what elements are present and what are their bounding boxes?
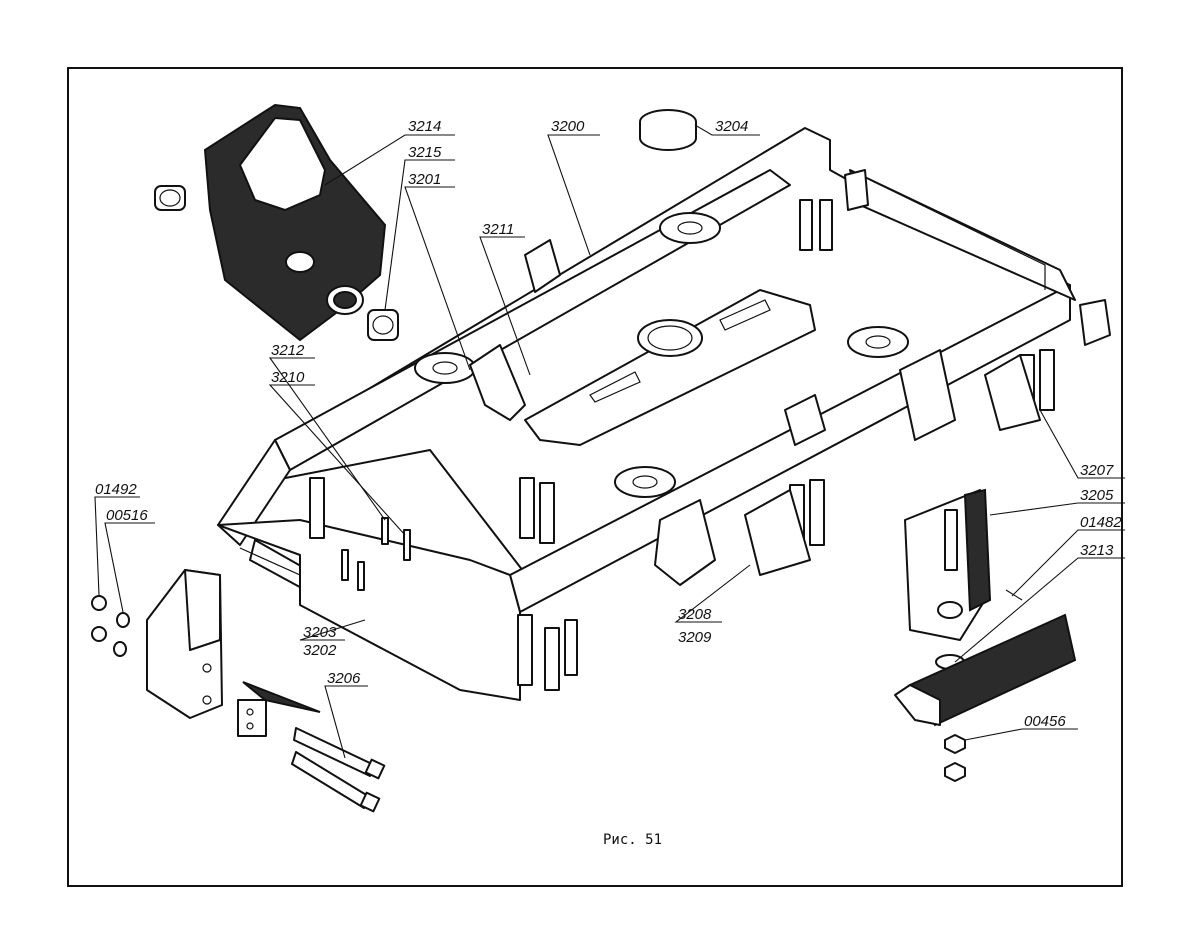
callout-3211: 3211 bbox=[482, 221, 514, 238]
figure-frame bbox=[67, 67, 1123, 887]
callout-3200: 3200 bbox=[551, 118, 585, 135]
nuts-00456 bbox=[944, 734, 966, 782]
callout-3205: 3205 bbox=[1080, 487, 1114, 504]
callouts: 3214 3215 3201 3200 3204 3211 3212 3210 … bbox=[95, 118, 1122, 730]
callout-3207: 3207 bbox=[1080, 462, 1114, 479]
bracket-casting-3214 bbox=[203, 103, 387, 342]
callout-01492: 01492 bbox=[95, 481, 137, 498]
plates-3212-3210 bbox=[341, 517, 411, 591]
callout-3213: 3213 bbox=[1080, 542, 1114, 559]
callout-3214: 3214 bbox=[408, 118, 441, 135]
bolts-3206 bbox=[291, 727, 386, 813]
callout-3215: 3215 bbox=[408, 144, 442, 161]
right-bracket-3205 bbox=[904, 488, 992, 641]
callout-3208: 3208 bbox=[678, 606, 712, 623]
left-bracket-block bbox=[146, 569, 223, 719]
block-3213 bbox=[894, 613, 1077, 727]
callout-01482: 01482 bbox=[1080, 514, 1122, 531]
ring-3204 bbox=[639, 109, 697, 151]
leader-lines bbox=[94, 124, 1125, 759]
callout-3203: 3203 bbox=[303, 624, 337, 641]
bushing-right bbox=[367, 309, 399, 341]
callout-3209: 3209 bbox=[678, 629, 712, 646]
nuts-washers-left bbox=[91, 595, 130, 657]
callout-3201: 3201 bbox=[408, 171, 441, 188]
wedge-piece bbox=[237, 681, 321, 737]
callout-3206: 3206 bbox=[327, 670, 361, 687]
callout-3204: 3204 bbox=[715, 118, 748, 135]
callout-3202: 3202 bbox=[303, 642, 337, 659]
pin-01482 bbox=[1005, 589, 1023, 601]
callout-00456: 00456 bbox=[1024, 713, 1066, 730]
callout-3212: 3212 bbox=[271, 342, 305, 359]
callout-00516: 00516 bbox=[106, 507, 148, 524]
figure-caption: Рис. 51 bbox=[603, 832, 663, 848]
bushing-left bbox=[154, 185, 186, 211]
callout-3210: 3210 bbox=[271, 369, 305, 386]
main-frame bbox=[217, 127, 1111, 701]
